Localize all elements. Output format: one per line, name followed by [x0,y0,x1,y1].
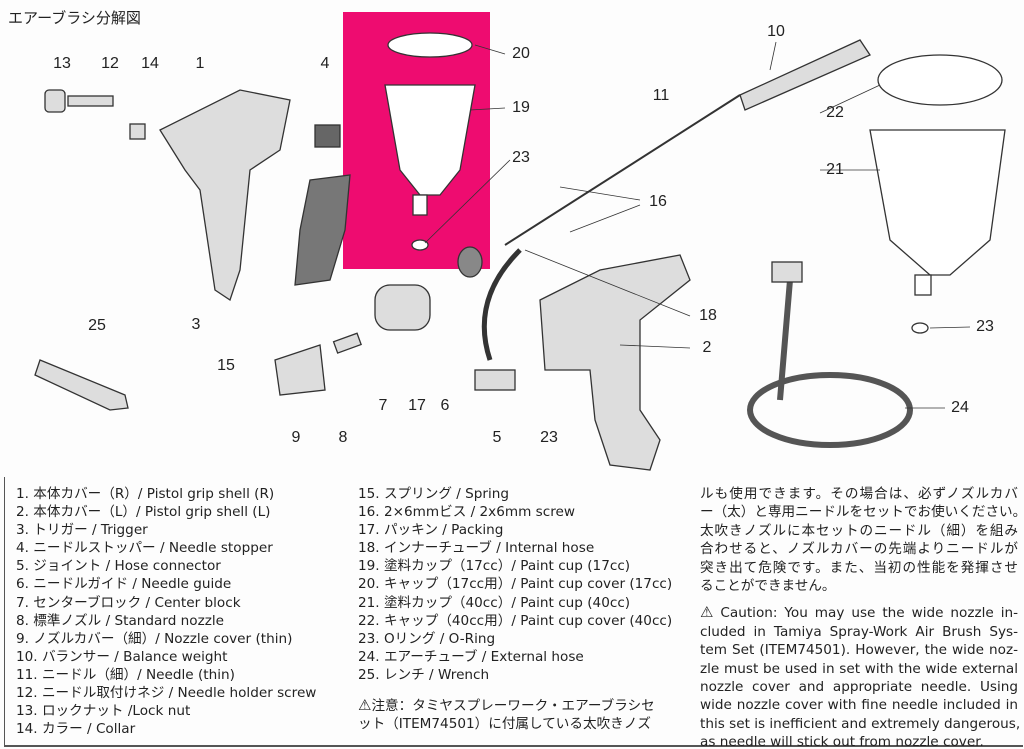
part-label-20: 20 [512,45,530,62]
part-hose-connector [474,369,516,391]
parts-list-column-1: 1. 本体カバー（R）/ Pistol grip shell (R) 2. 本体… [16,485,316,738]
parts-list-item: 21. 塗料カップ（40cc）/ Paint cup (40cc) [358,594,631,611]
parts-list-item: 5. ジョイント / Hose connector [16,558,221,575]
part-label-21: 21 [826,161,844,178]
parts-list-item: 19. 塗料カップ（17cc）/ Paint cup (17cc) [358,558,631,575]
part-label-2: 2 [702,339,712,356]
part-label-6: 6 [440,397,450,414]
part-cup-40cc [869,54,1006,334]
part-label-23: 23 [976,318,994,335]
parts-list-column-2: 15. スプリング / Spring 16. 2×6mmビス / 2x6mm s… [358,485,672,733]
part-needle [504,94,741,246]
parts-list-item: 8. 標準ノズル / Standard nozzle [16,612,224,629]
caution-column: ルも使用できます。その場合は、必ずノズルカバ ー（太）と専用ニードルをセットでお… [700,485,1024,749]
parts-list-item: 15. スプリング / Spring [358,486,509,502]
parts-list-item: 14. カラー / Collar [16,721,136,738]
parts-list-item: 7. センターブロック / Center block [16,594,241,611]
parts-list-item: 10. バランサー / Balance weight [16,648,228,665]
part-nozzle [332,332,362,354]
warning-icon: ⚠ [358,696,372,715]
parts-list-frame [4,477,1023,747]
part-label-18: 18 [699,307,717,324]
parts-list-item: 9. ノズルカバー（細）/ Nozzle cover (thin) [16,630,293,647]
parts-list-item: 4. ニードルストッパー / Needle stopper [16,540,273,557]
parts-list-item: 22. キャップ（40cc用）/ Paint cup cover (40cc) [358,612,673,629]
page-title: エアーブラシ分解図 [8,9,141,27]
part-label-24: 24 [951,399,969,416]
jp-caution-line: 合わせると、ノズルカバーの先端よりニードルが [700,541,1018,558]
part-needle-stopper [314,124,341,148]
jp-caution-line: 突き出て危険です。また、当初の性能を発揮させ [700,559,1018,576]
jp-caution-line: ⚠注意：タミヤスプレーワーク・エアーブラシセ [358,696,655,715]
en-caution-line: as needle will stick out from nozzle cov… [700,734,984,749]
part-needle-guide [457,246,483,278]
part-needle-screw [67,95,146,140]
parts-list-item: 16. 2×6mmビス / 2x6mm screw [358,504,575,521]
exploded-diagram [34,32,1006,471]
part-label-14: 14 [141,55,159,72]
part-label-3: 3 [191,316,201,333]
part-label-15: 15 [217,357,235,374]
parts-list-item: 25. レンチ / Wrench [358,666,490,683]
part-label-12: 12 [101,55,119,72]
part-label-7: 7 [378,397,388,414]
parts-list-item: 17. パッキン / Packing [358,522,504,539]
parts-list-item: 20. キャップ（17cc用）/ Paint cup cover (17cc) [358,576,673,593]
parts-list-item: 6. ニードルガイド / Needle guide [16,576,232,593]
en-caution-line: cluded in Tamiya Spray-Work Air Brush Sy… [700,623,1018,640]
part-balance-weight [739,39,871,111]
parts-list-item: 18. インナーチューブ / Internal hose [358,540,595,557]
parts-list-item: 3. トリガー / Trigger [16,522,148,539]
jp-caution-line: ルも使用できます。その場合は、必ずノズルカバ [700,486,1018,502]
jp-caution-line: 太吹きノズルに本セットのニードル（細）を組み [700,522,1018,539]
parts-list-item: 12. ニードル取付けネジ / Needle holder screw [16,685,317,702]
leader-lines [424,41,971,409]
part-label-9: 9 [291,429,301,446]
jp-caution-line: ー（太）と専用ニードルをセットでお使いください。 [700,504,1024,521]
part-label-22: 22 [826,104,844,121]
part-external-hose [747,261,913,448]
parts-list-item: 2. 本体カバー（L）/ Pistol grip shell (L) [16,504,271,521]
parts-list-item: 11. ニードル（細）/ Needle (thin) [16,666,235,683]
parts-list-item: 1. 本体カバー（R）/ Pistol grip shell (R) [16,486,275,502]
part-nozzle-cover [274,344,326,396]
part-center-block [374,284,431,331]
en-caution-line: nozzle cover and appropriate needle. Usi… [700,679,1018,696]
part-label-23: 23 [512,149,530,166]
part-wrench [34,359,129,411]
part-label-25: 25 [88,317,106,334]
parts-list-item: 23. Oリング / O-Ring [358,630,496,647]
part-label-10: 10 [767,23,785,40]
part-pistol-grip-shell-r [159,89,291,302]
part-label-13: 13 [53,55,71,72]
part-lock-nut [44,89,66,113]
part-trigger [294,174,351,286]
part-label-11: 11 [652,87,670,104]
part-label-8: 8 [338,429,348,446]
en-caution-line: tem Set (ITEM74501). However, the wide n… [700,642,1018,659]
jp-caution-line: ット（ITEM74501）に付属している太吹きノズ [358,716,651,733]
en-caution-line: this set is inefficient and extremely da… [700,715,1021,732]
part-cup-17cc [384,32,476,251]
part-label-4: 4 [320,55,330,72]
part-label-17: 17 [408,397,426,414]
part-internal-hose [481,248,522,361]
part-label-23: 23 [540,429,558,446]
part-label-19: 19 [512,99,530,116]
parts-list-item: 24. エアーチューブ / External hose [358,648,584,665]
en-caution-line: zle must be used in set with the wide ex… [700,660,1018,677]
en-caution-line: wide nozzle cover with fine needle inclu… [700,697,1018,714]
warning-icon: ⚠ [700,603,714,622]
part-label-5: 5 [492,429,502,446]
part-label-16: 16 [649,193,667,210]
parts-list-item: 13. ロックナット /Lock nut [16,703,191,720]
part-pistol-grip-shell-l [539,254,691,471]
en-caution-line: ⚠ Caution: You may use the wide nozzle i… [700,603,1019,622]
part-label-1: 1 [195,55,205,72]
jp-caution-line: ることができません。 [700,578,836,595]
